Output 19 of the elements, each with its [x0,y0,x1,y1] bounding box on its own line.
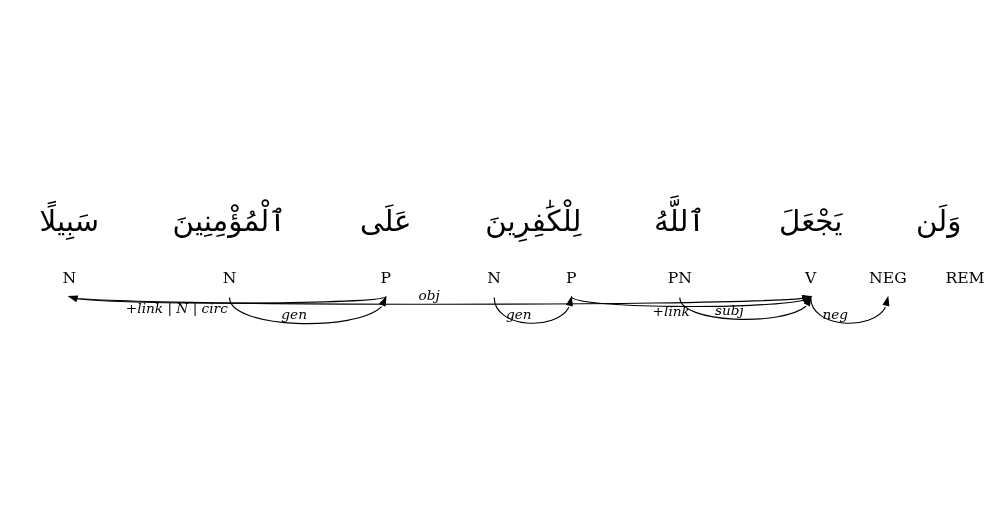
edge-label: gen [281,305,307,322]
node-text: N [487,268,502,287]
node-text: وَلَن [915,203,962,238]
node-text: P [566,268,577,287]
node-text: N [62,268,77,287]
node-text: NEG [869,268,907,287]
node-text: عَلَى [359,203,412,238]
node-text: N [222,268,237,287]
node-text: REM [945,268,985,287]
node-text: P [380,268,392,287]
node-text: V [805,268,817,287]
edge-label: +link [652,302,690,319]
node-text: يَجْعَلَ [779,203,843,238]
edge-label: obj [418,286,440,303]
node-text: سَبِيلًا [39,203,100,238]
edge-label: +link | N | circ [125,299,228,316]
node-text: PN [667,268,692,287]
edge-label: gen [505,305,532,322]
edge-label: neg [822,305,849,322]
